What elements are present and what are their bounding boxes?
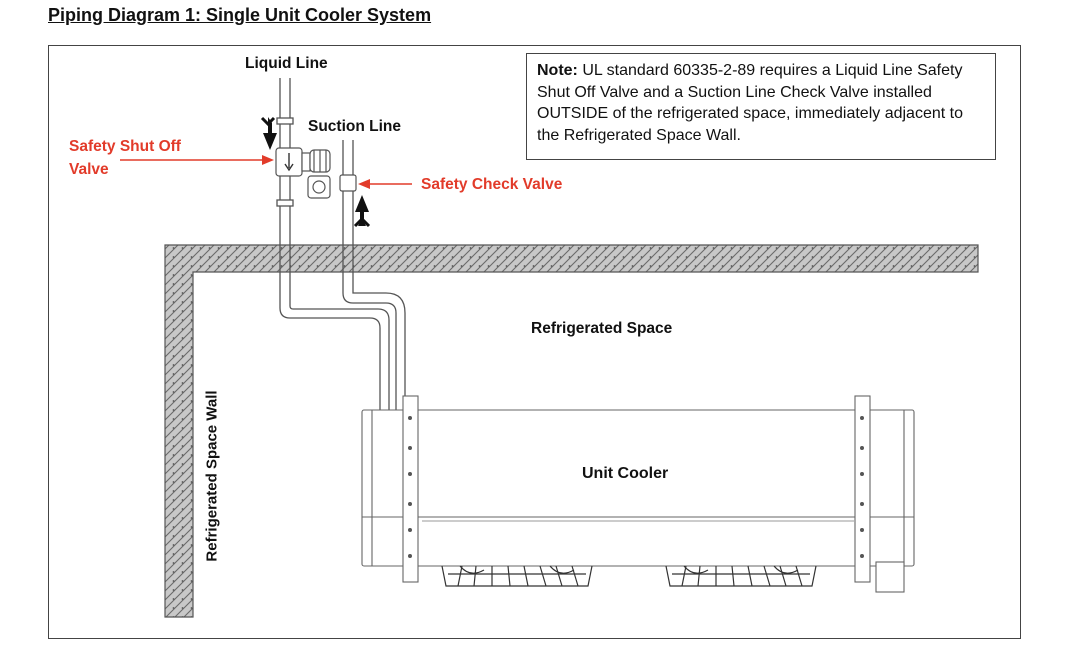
liquid-line-pipe: [276, 78, 390, 410]
safety-shut-off-label-line1: Safety Shut Off: [69, 138, 181, 155]
safety-check-valve-label: Safety Check Valve: [421, 176, 563, 193]
suction-flow-arrow: [353, 195, 371, 228]
shut-off-callout-arrow: [120, 155, 274, 165]
refrigerated-space-wall-label: Refrigerated Space Wall: [203, 390, 221, 562]
fan-guard-left: [441, 565, 593, 587]
note-text: UL standard 60335-2-89 requires a Liquid…: [537, 62, 963, 144]
fan-guard-right: [665, 565, 817, 587]
suction-line-pipe: [342, 140, 406, 410]
diagram-frame: [48, 45, 1021, 639]
suction-line-label: Suction Line: [308, 118, 401, 135]
page-title: Piping Diagram 1: Single Unit Cooler Sys…: [48, 5, 432, 25]
refrigerated-space-wall: [164, 244, 979, 618]
safety-shut-off-valve: [275, 147, 331, 199]
safety-check-valve: [339, 174, 357, 192]
liquid-line-label: Liquid Line: [245, 55, 328, 72]
liquid-flow-arrow: [260, 116, 277, 150]
check-valve-callout-arrow: [358, 179, 412, 189]
unit-cooler-label: Unit Cooler: [582, 465, 669, 482]
refrigerated-space-label: Refrigerated Space: [531, 320, 673, 337]
note-prefix: Note:: [537, 62, 578, 79]
safety-shut-off-label-line2: Valve: [69, 161, 109, 178]
unit-cooler: [361, 395, 915, 593]
note-box: Note: UL standard 60335-2-89 requires a …: [526, 53, 996, 160]
